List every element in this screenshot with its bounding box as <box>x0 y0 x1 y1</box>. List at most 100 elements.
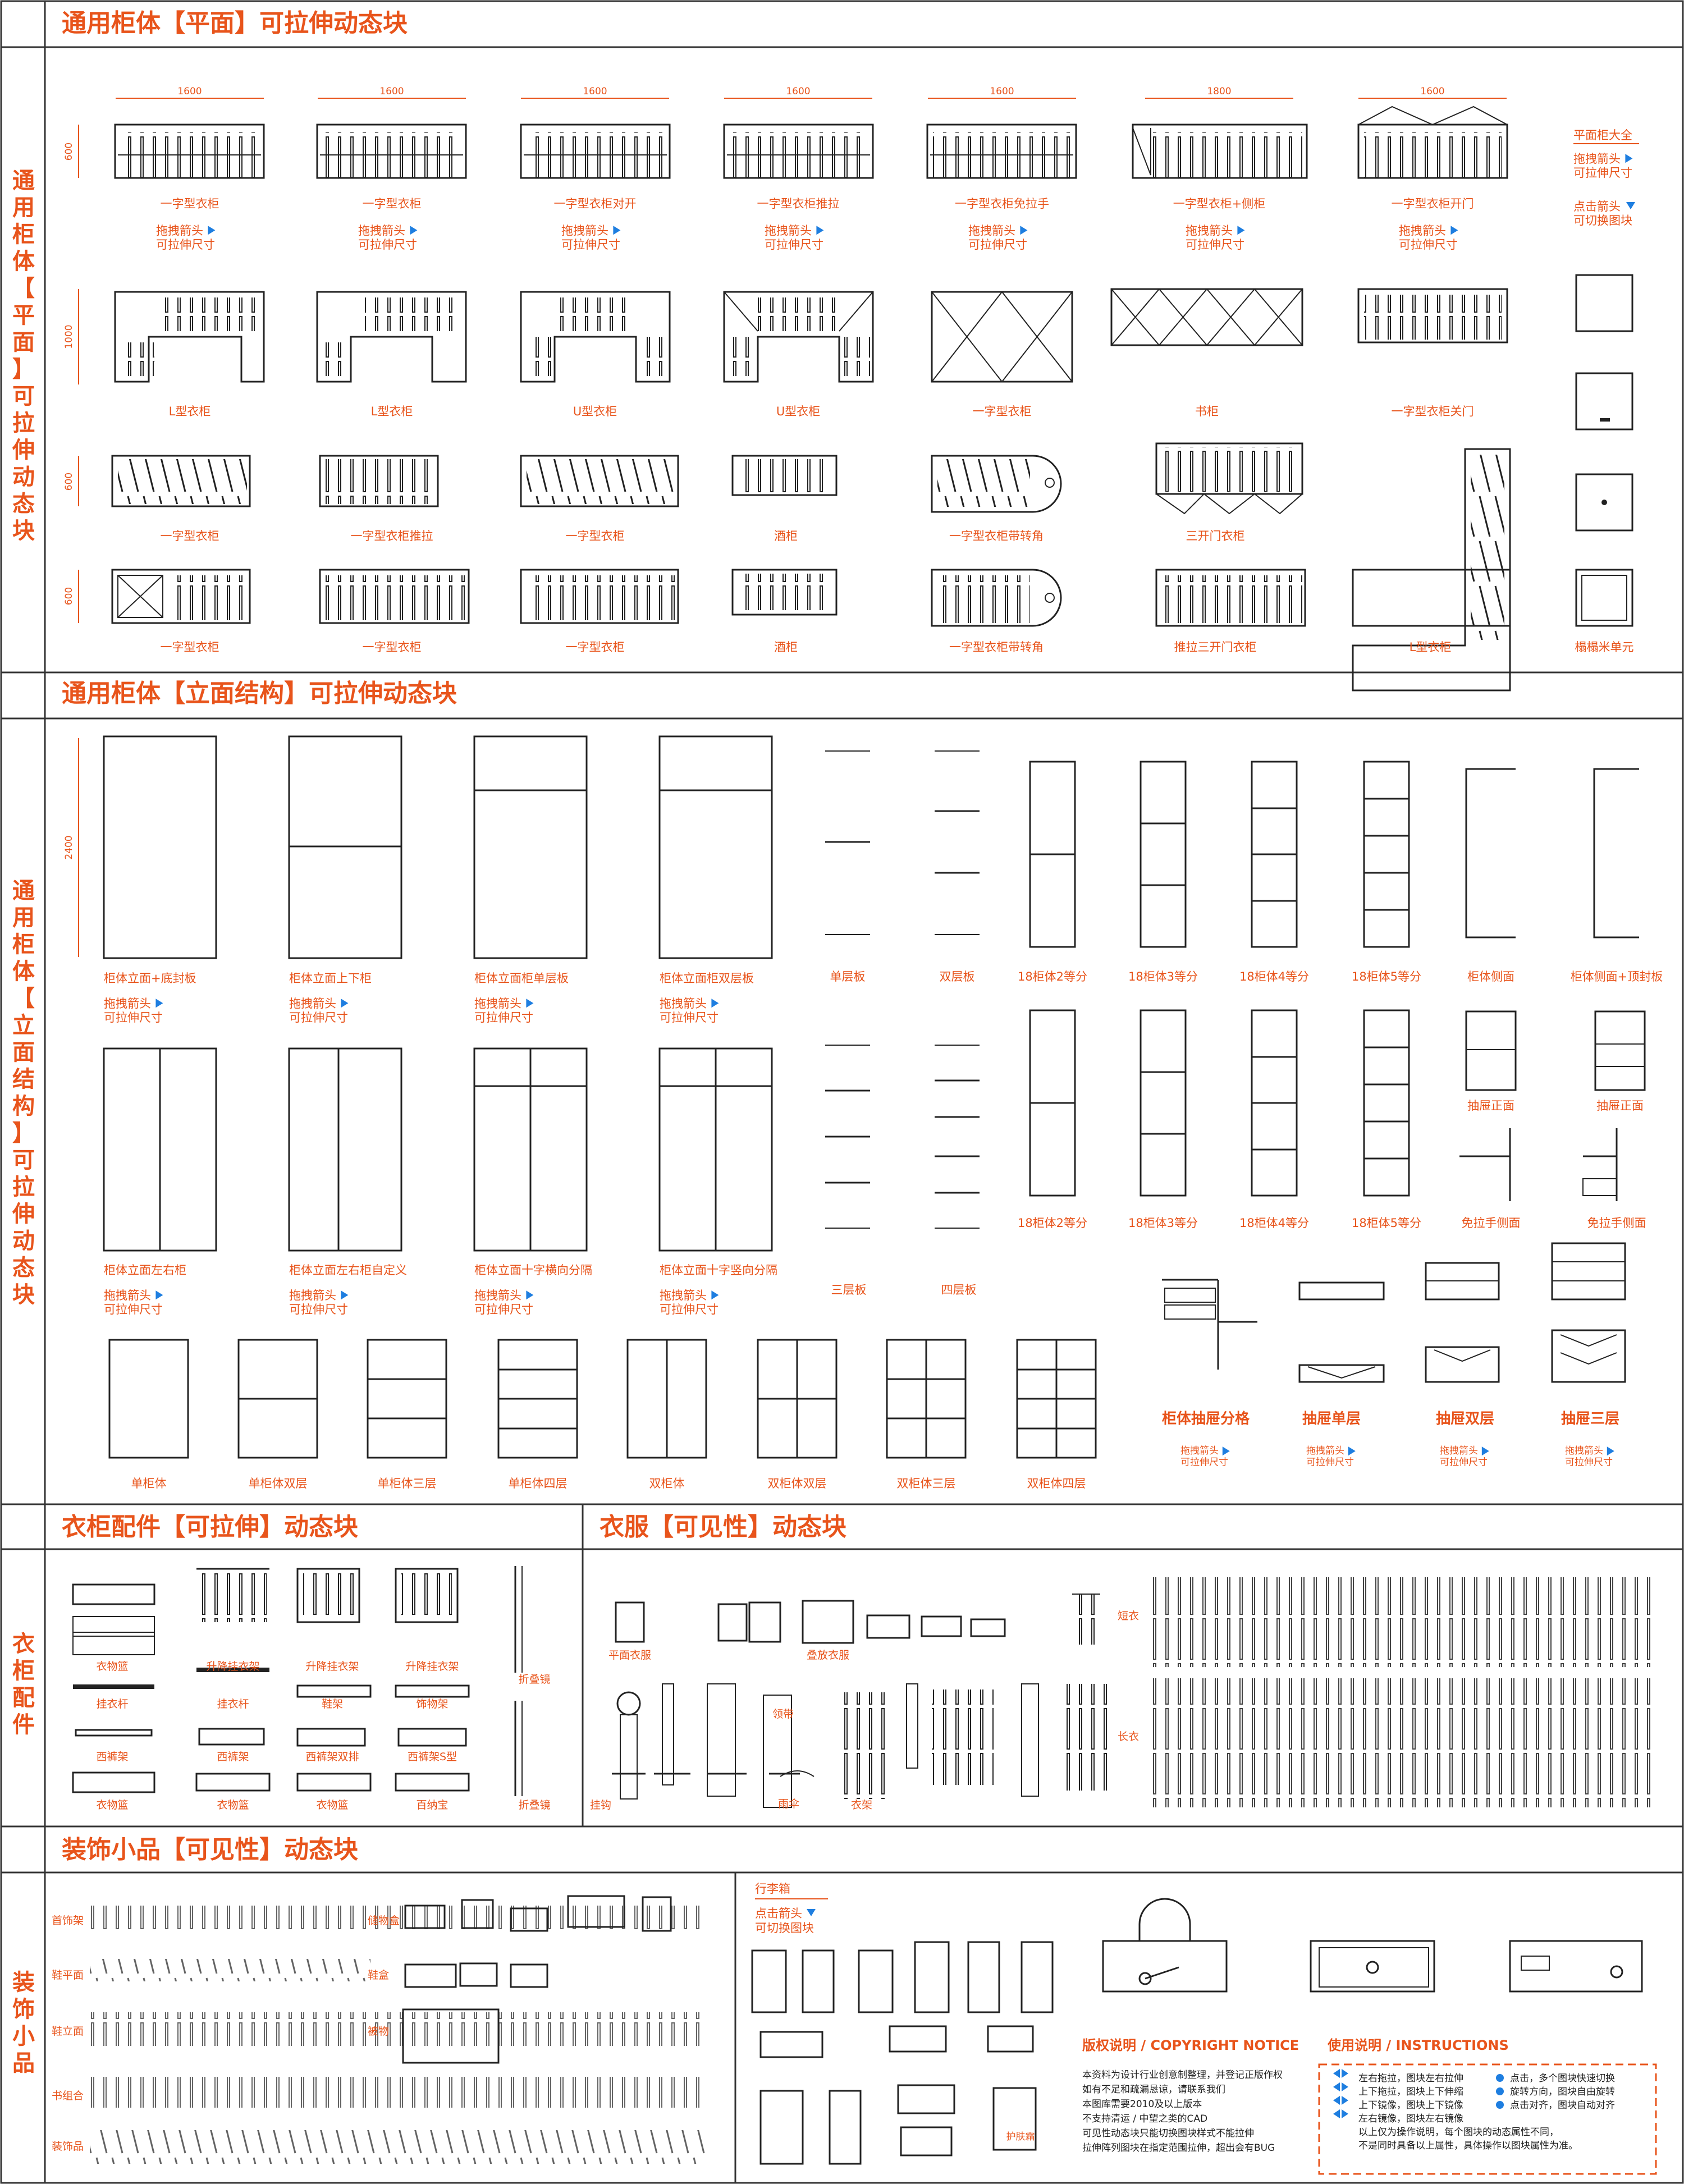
plan-row2-label-1: L型衣柜 <box>371 405 413 418</box>
deco-drawings <box>90 1895 1643 2165</box>
elev-row3-label-7: 双柜体四层 <box>1027 1477 1086 1490</box>
elev-row2b-label-1: 18柜体3等分 <box>1128 1216 1198 1230</box>
plan-row1-5-arrow-icon <box>1237 226 1245 235</box>
instr-right-2: 点击对齐，图块自动对齐 <box>1510 2100 1615 2111</box>
plan-row1-6-drag-hint: 拖拽箭头 <box>1399 224 1446 237</box>
elev-row1-0-drag-hint: 拖拽箭头 <box>104 997 151 1010</box>
plan-row1-4-arrow-icon <box>1020 226 1028 235</box>
elev-drawings <box>78 735 1646 1459</box>
plan-row1-label-0: 一字型衣柜 <box>161 197 219 210</box>
plan-side-boxes <box>1575 274 1633 532</box>
plan-dim-0: 1600 <box>177 86 202 97</box>
plan-side-click-hint: 点击箭头 <box>1573 200 1621 213</box>
elev-row2-1-stretch-hint: 可拉伸尺寸 <box>289 1303 348 1316</box>
acc-label-7: 鞋架 <box>322 1698 343 1710</box>
elev-row1-1-arrow-icon <box>341 999 349 1008</box>
elev-row2-0-stretch-hint: 可拉伸尺寸 <box>104 1303 163 1316</box>
elev-row2b-label-4: 免拉手侧面 <box>1462 1216 1521 1230</box>
elev-drawer-front-1: 抽屉正面 <box>1596 1099 1644 1112</box>
plan-row4-label-7: 榻榻米单元 <box>1575 640 1634 654</box>
elev-row2-label-3: 柜体立面十字竖向分隔 <box>660 1263 777 1277</box>
elev-row2-1-drag-hint: 拖拽箭头 <box>289 1289 336 1302</box>
acc-label-13: 衣物篮 <box>96 1799 128 1811</box>
plan-row1-label-1: 一字型衣柜 <box>363 197 422 210</box>
elev-row2b-label-0: 18柜体2等分 <box>1018 1216 1087 1230</box>
elev-row1-label-3: 柜体立面柜双层板 <box>660 972 754 985</box>
elev-row3-label-0: 单柜体 <box>131 1477 167 1490</box>
plan-drawings <box>78 106 1633 692</box>
clothes-label-6: 衣架 <box>851 1799 872 1811</box>
elev-row3-label-1: 单柜体双层 <box>249 1477 308 1490</box>
deco-mid-label-0: 储物盒 <box>368 1915 400 1927</box>
elev-drawers-3-stretch-hint: 可拉伸尺寸 <box>1565 1457 1613 1468</box>
instr-note-1: 不是同时具备以上属性，具体操作以图块属性为准。 <box>1358 2140 1578 2151</box>
plan-row1-5-drag-hint: 拖拽箭头 <box>1186 224 1233 237</box>
clothes-drawings <box>612 1577 1656 1808</box>
plan-dim-2: 1600 <box>583 86 607 97</box>
plan-row1-1-arrow-icon <box>410 226 418 235</box>
elev-row2-2-stretch-hint: 可拉伸尺寸 <box>474 1303 533 1316</box>
clothes-section-title: 衣服【可见性】动态块 <box>600 1513 846 1541</box>
elev-row2-2-arrow-icon <box>526 1290 534 1300</box>
elev-drawers-1-arrow-icon <box>1348 1446 1356 1456</box>
plan-row1-0-stretch-hint: 可拉伸尺寸 <box>156 238 215 251</box>
plan-row-3 <box>111 442 1511 692</box>
plan-row-2 <box>114 288 1508 383</box>
plan-row3-label-0: 一字型衣柜 <box>161 529 219 543</box>
copyright-line-2: 本图库需要2010及以上版本 <box>1082 2099 1202 2110</box>
plan-row4-label-1: 一字型衣柜 <box>363 640 422 654</box>
elev-row3-label-5: 双柜体双层 <box>768 1477 827 1490</box>
plan-row1-label-6: 一字型衣柜开门 <box>1392 197 1474 210</box>
instr-dot-icon <box>1496 2087 1504 2095</box>
deco-mid-label-2: 被物 <box>368 2025 389 2038</box>
elev-row1-3-drag-hint: 拖拽箭头 <box>660 997 707 1010</box>
instr-left-0: 左右拖拉，图块左右拉伸 <box>1358 2073 1463 2084</box>
plan-side-label: 通用柜体【平面】可拉伸动态块 <box>12 168 35 544</box>
instr-note-0: 以上仅为操作说明，每个图块的动态属性不同， <box>1358 2127 1559 2138</box>
plan-row1-0-arrow-icon <box>208 226 216 235</box>
acc-label-12: 西裤架S型 <box>408 1751 457 1763</box>
plan-row1-3-arrow-icon <box>816 226 824 235</box>
clothes-label-7: 挂钩 <box>590 1799 611 1811</box>
elev-shelves-0: 三层板 <box>831 1283 867 1297</box>
plan-row1-1-stretch-hint: 可拉伸尺寸 <box>358 238 417 251</box>
elev-drawers-0-stretch-hint: 可拉伸尺寸 <box>1180 1457 1228 1468</box>
elev-row1b-label-4: 18柜体4等分 <box>1239 970 1309 983</box>
elev-row1-label-2: 柜体立面柜单层板 <box>474 972 569 985</box>
plan-row2-label-3: U型衣柜 <box>776 405 820 418</box>
elev-side-label: 通用柜体【立面结构】可拉伸动态块 <box>12 878 35 1308</box>
acc-drawings <box>72 1566 523 1796</box>
elev-row1b-label-5: 18柜体5等分 <box>1352 970 1421 983</box>
acc-label-6: 挂衣杆 <box>217 1698 249 1710</box>
elev-row2-label-2: 柜体立面十字横向分隔 <box>474 1263 592 1277</box>
plan-row1-3-stretch-hint: 可拉伸尺寸 <box>765 238 823 251</box>
plan-row2-label-4: 一字型衣柜 <box>973 405 1032 418</box>
elev-drawers-3-arrow-icon <box>1607 1446 1614 1456</box>
deco-row-label-1: 鞋平面 <box>52 1969 84 1981</box>
instr-arrow-icon <box>1333 2096 1348 2105</box>
elev-row1-label-1: 柜体立面上下柜 <box>289 972 372 985</box>
deco-box-label: 护肤霜 <box>1006 2131 1035 2142</box>
plan-row1-0-drag-hint: 拖拽箭头 <box>156 224 203 237</box>
instr-left-1: 上下拖拉，图块上下伸缩 <box>1358 2086 1463 2098</box>
plan-labels: 1600一字型衣柜拖拽箭头可拉伸尺寸1600一字型衣柜拖拽箭头可拉伸尺寸1600… <box>63 86 1639 654</box>
clothes-label-0: 平面衣服 <box>608 1649 651 1661</box>
plan-row4-label-6: L型衣柜 <box>1410 640 1452 654</box>
clothes-labels: 平面衣服叠放衣服短衣长衣领带雨伞衣架挂钩 <box>590 1610 1139 1811</box>
elev-row2b-label-2: 18柜体4等分 <box>1239 1216 1309 1230</box>
plan-row3-label-2: 一字型衣柜 <box>566 529 625 543</box>
elev-drawers-label-1: 抽屉单层 <box>1302 1411 1361 1427</box>
plan-row1-2-stretch-hint: 可拉伸尺寸 <box>561 238 620 251</box>
plan-dim-4: 1600 <box>990 86 1014 97</box>
plan-row2-label-6: 一字型衣柜关门 <box>1392 405 1474 418</box>
plan-row1-4-drag-hint: 拖拽箭头 <box>968 224 1015 237</box>
elev-row3-label-3: 单柜体四层 <box>509 1477 568 1490</box>
elev-row1-2-arrow-icon <box>526 999 534 1008</box>
elev-row1b-label-6: 柜体侧面 <box>1467 970 1514 983</box>
acc-label-15: 衣物篮 <box>316 1799 348 1811</box>
deco-down-arrow-icon <box>807 1909 816 1916</box>
elev-drawers-3-drag-hint: 拖拽箭头 <box>1565 1445 1603 1457</box>
